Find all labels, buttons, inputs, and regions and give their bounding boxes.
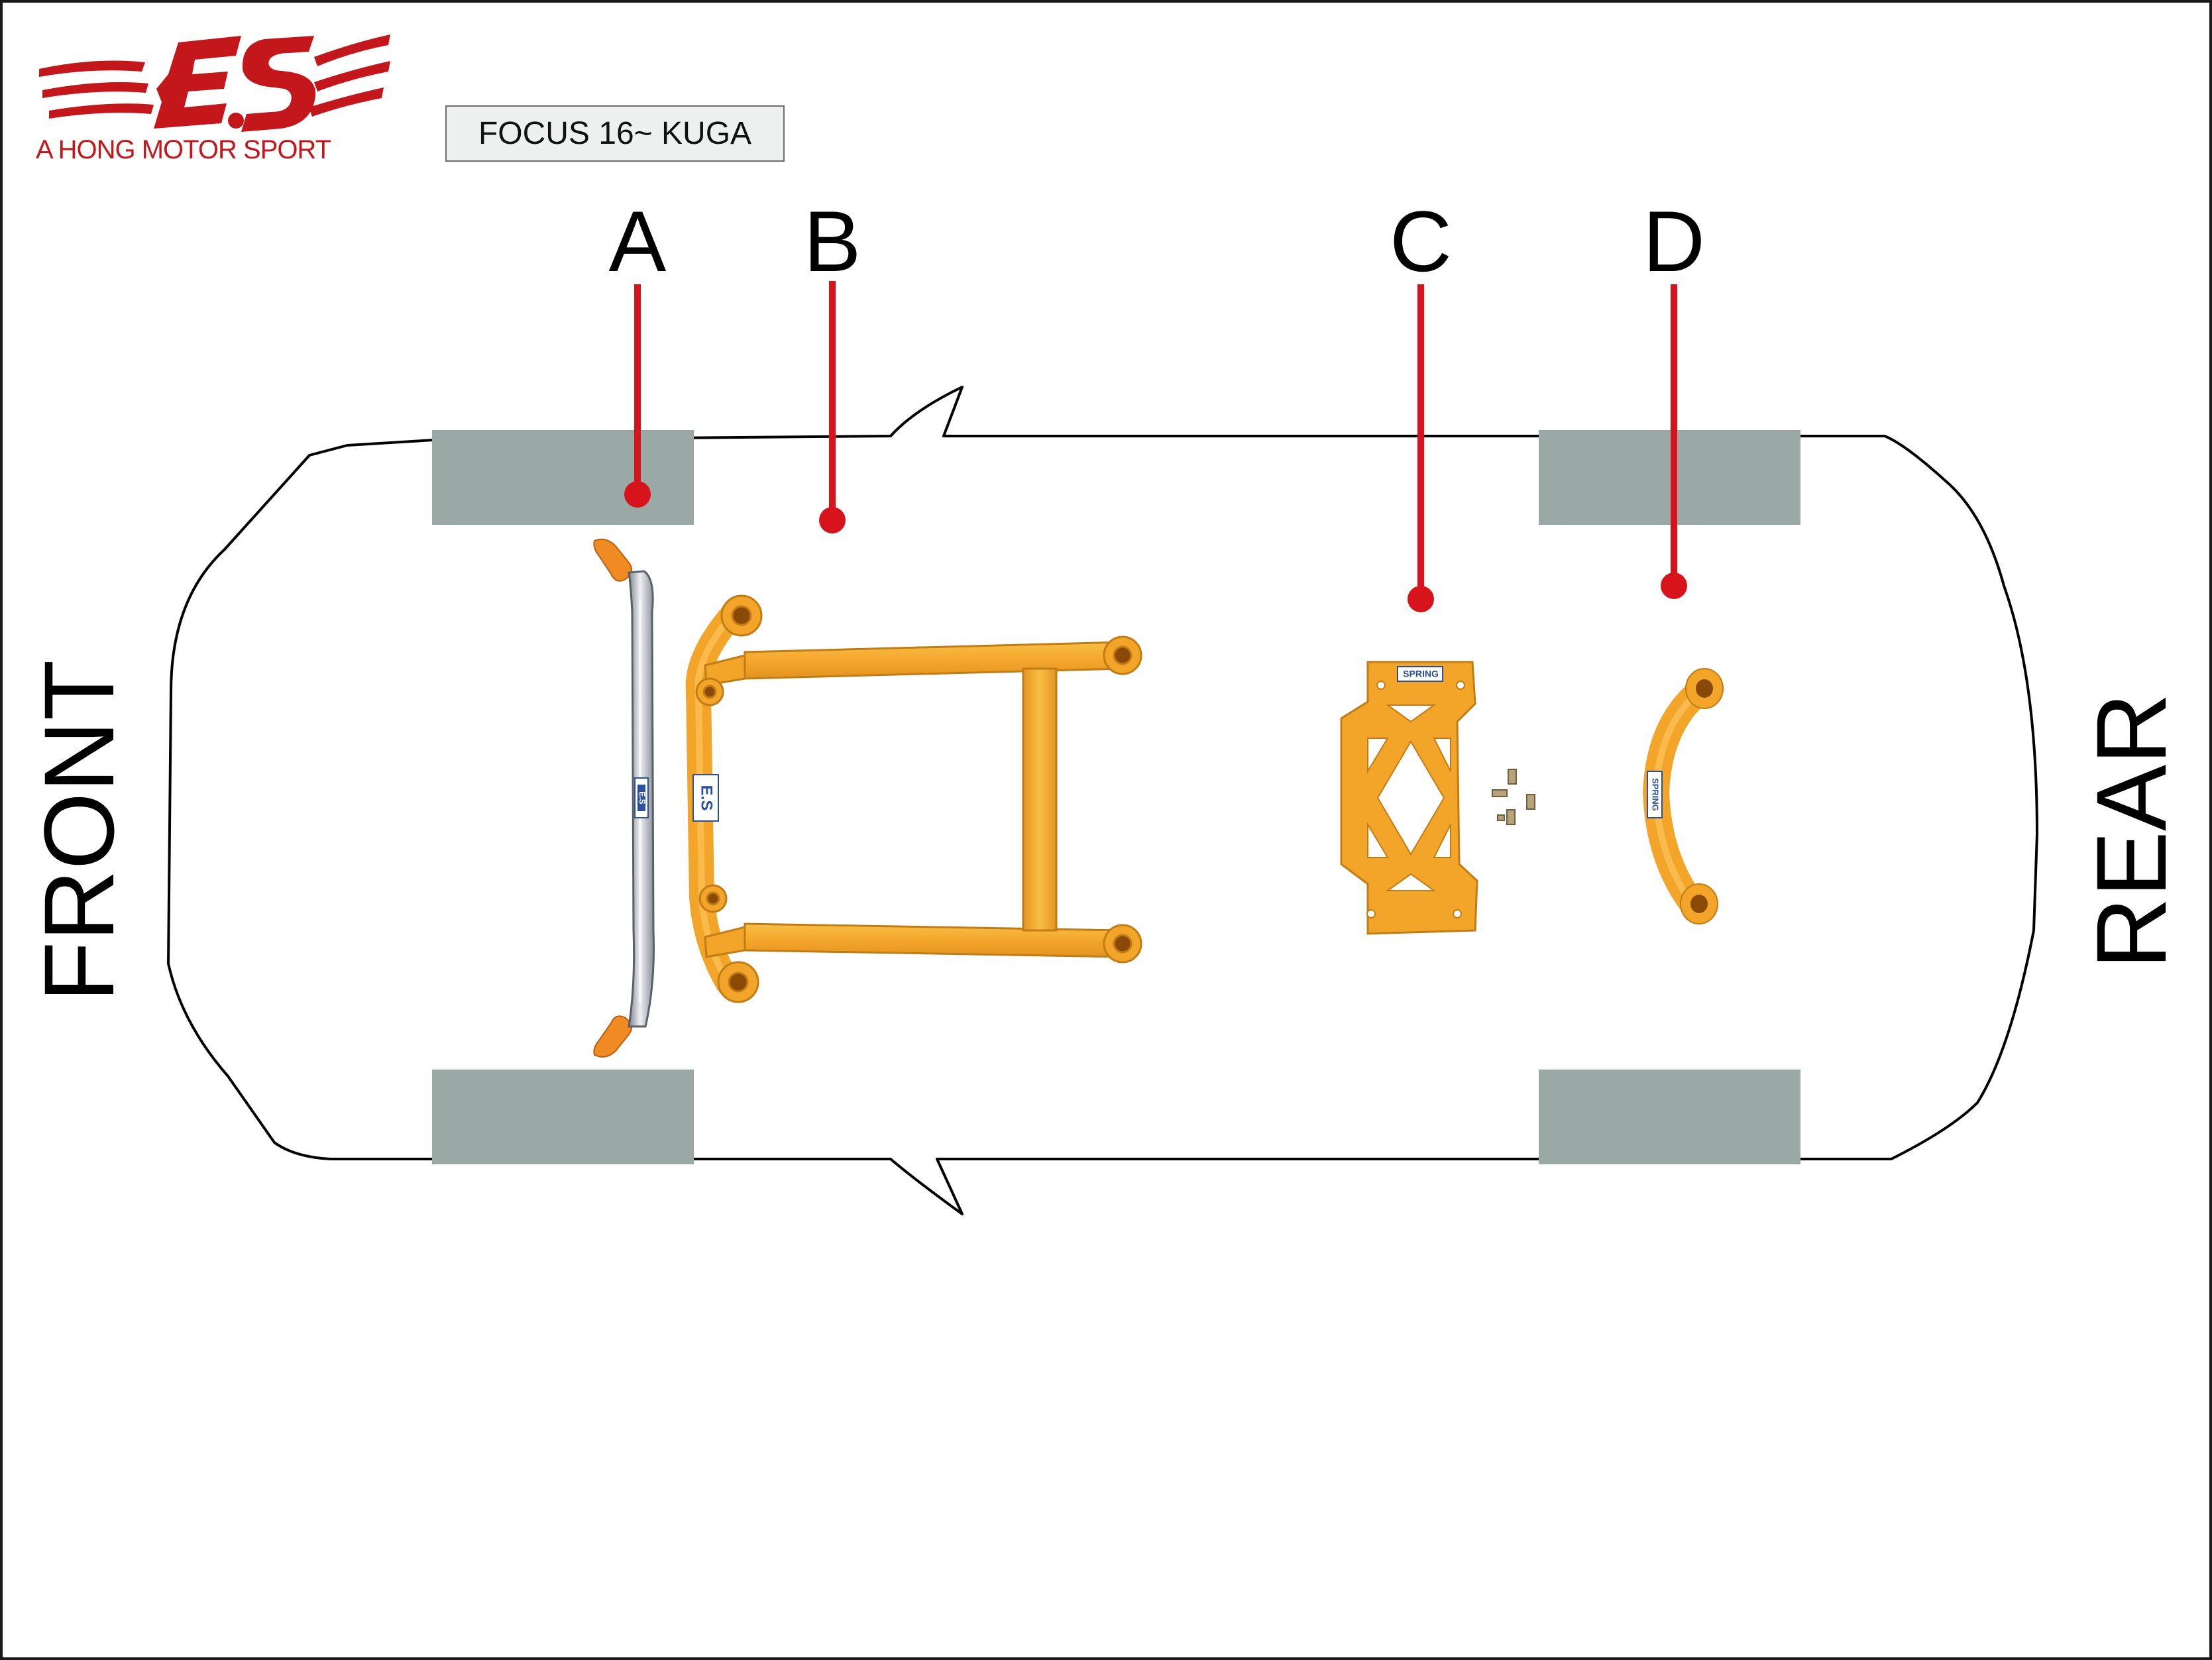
part-c-badge-text: SPRING — [1403, 669, 1439, 679]
callout-letter-b: B — [803, 193, 861, 290]
rear-label: REAR — [2075, 692, 2187, 969]
part-b-badge-text: E.S — [698, 785, 716, 811]
wheel-front-left — [432, 430, 694, 525]
part-d-rear-brace: SPRING — [1642, 668, 1724, 924]
logo-speed-lines-right — [309, 34, 390, 117]
part-a-strut-bar — [593, 538, 655, 1058]
callout-dot-c — [1408, 586, 1434, 612]
callout-markers — [624, 281, 1687, 612]
callout-letter-a: A — [608, 193, 667, 290]
callout-letter-c: C — [1390, 193, 1452, 290]
wheel-rear-left — [1539, 430, 1800, 525]
logo-tagline: A HONG MOTOR SPORT — [36, 135, 331, 164]
model-label: FOCUS 16~ KUGA — [445, 105, 785, 162]
wheels — [432, 430, 1800, 1164]
part-d-badge-text: SPRING — [1651, 778, 1661, 811]
part-a-mount-top — [593, 538, 632, 582]
logo-mark-es — [154, 36, 316, 132]
part-c-underbody-plate: SPRING — [1340, 661, 1535, 935]
part-a-badge-text: E.S — [637, 791, 647, 804]
wheel-front-right — [432, 1070, 694, 1164]
callout-dot-b — [819, 507, 846, 533]
wheel-rear-right — [1539, 1070, 1800, 1164]
part-d-badge — [1647, 771, 1663, 818]
part-b-badge — [692, 774, 719, 822]
callout-dot-d — [1661, 573, 1687, 599]
callout-dot-a — [624, 481, 651, 508]
brand-logo — [39, 34, 390, 132]
car-body-outline — [167, 386, 2038, 1215]
logo-speed-lines-left — [39, 60, 154, 119]
part-c-bolts — [1492, 769, 1535, 825]
part-b-subframe-brace: E.S — [685, 594, 1142, 1003]
part-c-badge — [1397, 666, 1443, 682]
callout-letter-d: D — [1643, 193, 1705, 290]
car-outline — [167, 386, 2038, 1215]
part-a-mount-bottom — [593, 1015, 632, 1058]
part-c-cutouts — [1366, 681, 1465, 918]
diagram-svg: E.S SPRING — [39, 34, 2038, 1215]
part-b-bushings — [695, 594, 1142, 1003]
front-label: FRONT — [23, 659, 135, 1003]
